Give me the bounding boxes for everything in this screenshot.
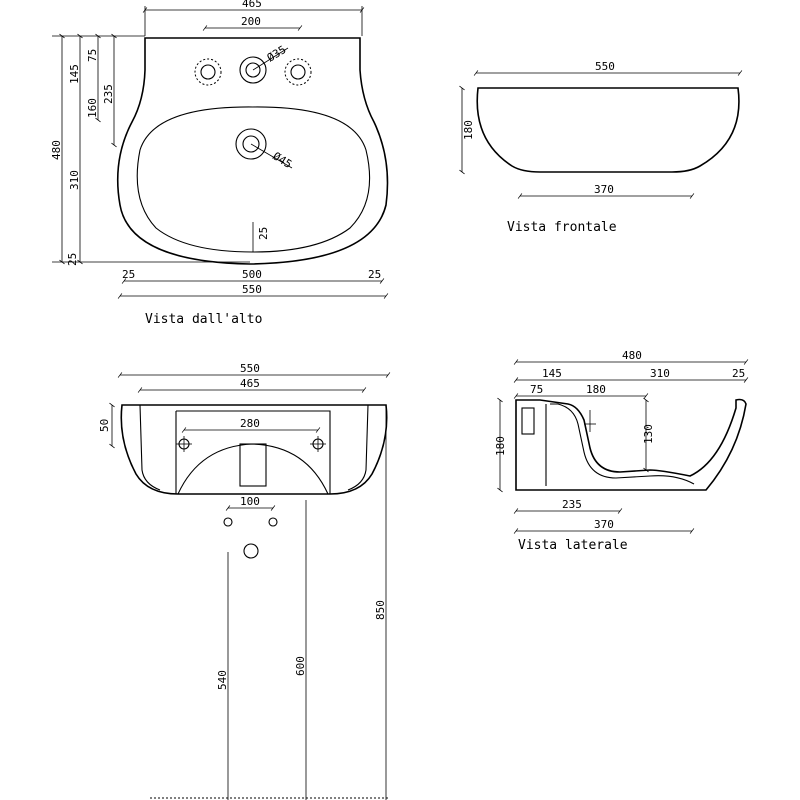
rear-view: 550 465 280 50 100 540 600 850 — [98, 362, 391, 800]
pedestal-hole-left — [223, 517, 233, 527]
dim-front-550: 550 — [595, 60, 615, 73]
dim-inner-25: 25 — [257, 227, 270, 240]
dim-rear-465: 465 — [240, 377, 260, 390]
dim-850: 850 — [374, 600, 387, 620]
dim-front-370: 370 — [594, 183, 614, 196]
dim-200: 200 — [241, 15, 261, 28]
pedestal-hole-right — [268, 517, 278, 527]
dim-side-370: 370 — [594, 518, 614, 531]
side-view-overflow — [521, 407, 535, 435]
dim-side-180-h: 180 — [586, 383, 606, 396]
fixing-hole-left — [176, 436, 192, 452]
dim-dia-45: Ø45 — [270, 150, 294, 172]
drain-hole — [235, 128, 267, 160]
dim-25-left: 25 — [66, 253, 79, 266]
dim-480: 480 — [50, 140, 63, 160]
dim-600: 600 — [294, 656, 307, 676]
top-view-outline — [116, 37, 389, 265]
side-view: 480 145 310 25 75 180 180 130 235 370 Vi… — [494, 349, 749, 553]
dim-side-180-v: 180 — [494, 436, 507, 456]
dim-side-130: 130 — [642, 424, 655, 444]
dim-rear-50: 50 — [98, 419, 111, 432]
dim-rear-550: 550 — [240, 362, 260, 375]
front-view: 550 180 370 Vista frontale — [459, 60, 743, 235]
dim-bottom-25-left: 25 — [122, 268, 135, 281]
caption-side-view: Vista laterale — [518, 538, 628, 553]
top-view: 465 200 Ø35 Ø45 480 310 145 75 160 235 2… — [50, 0, 389, 327]
pedestal-drain-hole — [243, 543, 259, 559]
front-view-outline — [476, 87, 740, 173]
dim-310: 310 — [68, 170, 81, 190]
dim-75: 75 — [86, 49, 99, 62]
dim-bottom-25-right: 25 — [368, 268, 381, 281]
tap-hole-right — [284, 58, 312, 86]
rear-view-inner — [139, 404, 369, 491]
dim-550-top: 550 — [242, 283, 262, 296]
rear-view-drain-block — [239, 443, 267, 487]
dim-side-310: 310 — [650, 367, 670, 380]
side-view-inner — [545, 403, 695, 486]
dim-side-480: 480 — [622, 349, 642, 362]
side-view-outline — [515, 398, 747, 491]
dim-160: 160 — [86, 98, 99, 118]
dim-front-180: 180 — [462, 120, 475, 140]
dim-dia-35: Ø35 — [265, 43, 289, 65]
dim-465: 465 — [242, 0, 262, 10]
tap-hole-left — [194, 58, 222, 86]
dim-540: 540 — [216, 670, 229, 690]
dim-ped-100: 100 — [240, 495, 260, 508]
dim-side-75: 75 — [530, 383, 543, 396]
fixing-hole-right — [310, 436, 326, 452]
dim-235: 235 — [102, 84, 115, 104]
dim-side-235: 235 — [562, 498, 582, 511]
tap-hole-center — [239, 56, 267, 84]
dim-500: 500 — [242, 268, 262, 281]
dim-rear-280: 280 — [240, 417, 260, 430]
dim-side-145: 145 — [542, 367, 562, 380]
caption-front-view: Vista frontale — [507, 220, 617, 235]
dim-side-25: 25 — [732, 367, 745, 380]
caption-top-view: Vista dall'alto — [145, 312, 262, 327]
dim-145: 145 — [68, 64, 81, 84]
